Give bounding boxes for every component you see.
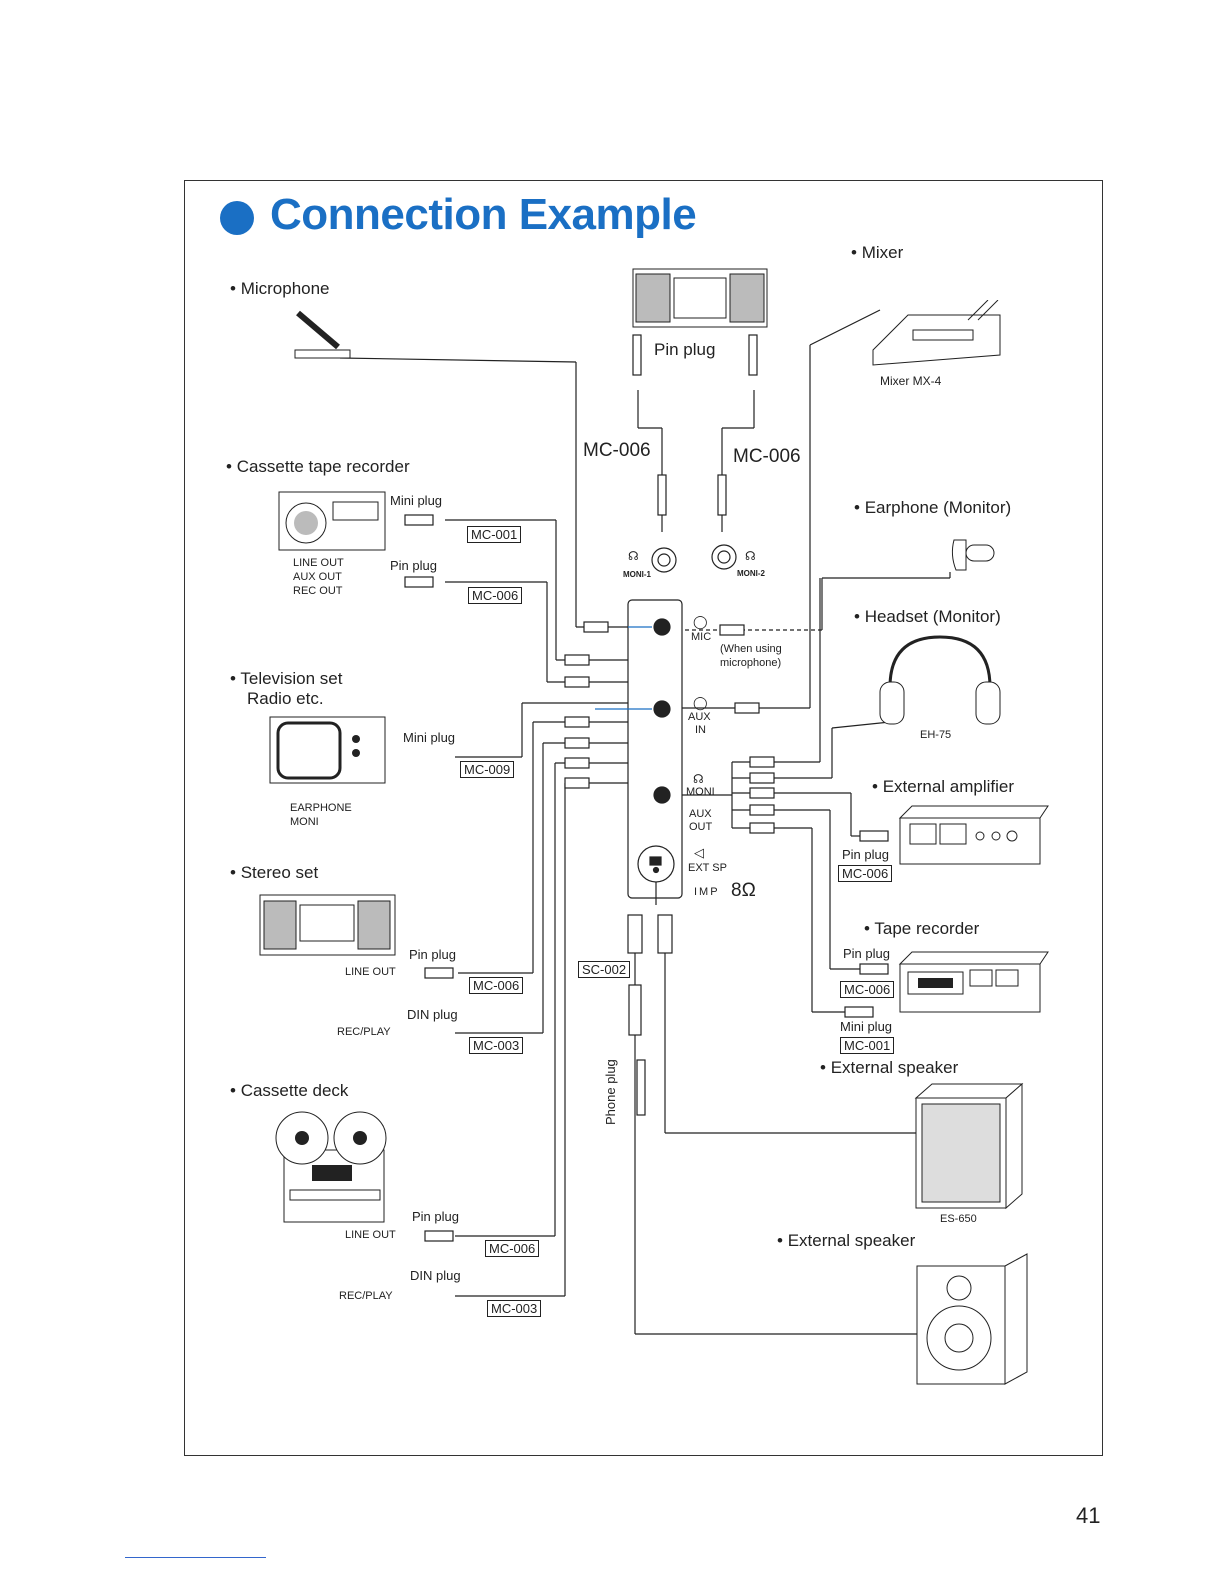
microphone-icon	[294, 310, 351, 359]
section-external-amplifier: • External amplifier	[872, 777, 1015, 796]
section-cassette-tape-recorder: • Cassette tape recorder	[226, 457, 410, 476]
section-stereo-set: • Stereo set	[230, 863, 319, 882]
tape-recorder-icon	[898, 951, 1049, 1013]
cassette-recorder-icon	[278, 491, 386, 551]
stereo-rec-play-label: REC/PLAY	[337, 1026, 391, 1038]
deck-line-out-label: LINE OUT	[345, 1229, 396, 1241]
panel-out-label: OUT	[689, 821, 713, 833]
section-television-set: • Television set	[230, 669, 343, 688]
title-bullet	[220, 201, 254, 235]
tv-out-2: MONI	[290, 816, 319, 828]
cassette-out-1: LINE OUT	[293, 557, 344, 569]
cassette-out-3: REC OUT	[293, 585, 343, 597]
headset-model-label: EH-75	[920, 729, 952, 741]
stereo-mc003-label: MC-003	[469, 1037, 524, 1054]
mixer-model-label: Mixer MX-4	[880, 374, 942, 388]
headphone-jack-icon: ☊	[628, 549, 639, 563]
stereo-pin-plug-label: Pin plug	[409, 947, 456, 962]
cassette-mc006-label: MC-006	[468, 587, 523, 604]
phone-plug-label: Phone plug	[603, 1059, 618, 1125]
stereo-center-icon	[632, 268, 768, 328]
cassette-mc001-label: MC-001	[467, 526, 522, 543]
panel-aux-label: AUX	[688, 711, 711, 723]
deck-mc006-label: MC-006	[485, 1240, 540, 1257]
microphone-paren-label: microphone)	[720, 657, 782, 669]
panel-ext-sp-label: EXT SP	[688, 862, 727, 874]
aux-in-jack	[653, 700, 671, 718]
tv-mini-plug-label: Mini plug	[403, 730, 456, 745]
section-microphone: • Microphone	[230, 279, 330, 298]
sc002-label: SC-002	[578, 961, 631, 978]
panel-aux-out-label: AUX	[689, 808, 712, 820]
section-tape-recorder: • Tape recorder	[864, 919, 980, 938]
stereo-icon	[259, 894, 396, 956]
headphone-jack-icon-2: ☊	[745, 549, 756, 563]
deck-pin-plug-label: Pin plug	[412, 1209, 459, 1224]
aux-out-jack	[653, 786, 671, 804]
moni2-jack	[711, 544, 737, 570]
deck-mc003-label: MC-003	[487, 1300, 542, 1317]
speaker-model-label: ES-650	[940, 1213, 977, 1225]
section-earphone: • Earphone (Monitor)	[854, 498, 1012, 517]
cassette-pin-plug-label: Pin plug	[390, 558, 437, 573]
mic-jack	[653, 618, 671, 636]
imp-label: IMP	[694, 886, 720, 898]
stereo-din-plug-label: DIN plug	[407, 1007, 458, 1022]
speaker-icon	[916, 1253, 1028, 1385]
page-title: Connection Example	[270, 190, 697, 239]
when-using-label: (When using	[720, 643, 782, 655]
moni1-label: MONI-1	[623, 570, 651, 579]
section-radio-etc: Radio etc.	[247, 689, 324, 708]
tape-mc006-label: MC-006	[840, 981, 895, 998]
mic-jack-icon: ◯	[693, 614, 708, 629]
panel-mic-label: MIC	[691, 631, 712, 643]
diagram-frame	[184, 180, 1103, 1456]
reel-deck-icon	[275, 1111, 387, 1223]
section-external-speaker-1: • External speaker	[820, 1058, 959, 1077]
television-icon	[269, 716, 386, 784]
stereo-line-out-label: LINE OUT	[345, 966, 396, 978]
panel-moni-label: MONI	[686, 786, 715, 798]
section-cassette-deck: • Cassette deck	[230, 1081, 349, 1100]
deck-din-plug-label: DIN plug	[410, 1268, 461, 1283]
section-mixer: • Mixer	[851, 243, 904, 262]
amp-mc006-label: MC-006	[838, 865, 893, 882]
footer-rule	[125, 1557, 266, 1558]
page-number: 41	[1076, 1503, 1101, 1528]
deck-rec-play-label: REC/PLAY	[339, 1290, 393, 1302]
control-panel	[627, 599, 683, 899]
tape-pin-plug-label: Pin plug	[843, 946, 890, 961]
tape-mini-plug-label: Mini plug	[840, 1019, 893, 1034]
pin-plug-top-label: Pin plug	[654, 340, 716, 359]
amplifier-icon	[898, 805, 1049, 865]
moni2-label: MONI-2	[737, 569, 765, 578]
mc006-left-label: MC-006	[583, 440, 651, 461]
headset-icon	[879, 635, 1001, 725]
amp-pin-plug-label: Pin plug	[842, 847, 889, 862]
speaker-cabinet-icon	[914, 1082, 1024, 1210]
tv-mc009-label: MC-009	[460, 761, 515, 778]
speaker-jack-icon: ◁	[694, 845, 704, 860]
stereo-mc006-label: MC-006	[469, 977, 524, 994]
cassette-mini-plug-label: Mini plug	[390, 493, 443, 508]
moni1-jack	[651, 547, 677, 573]
tape-mc001-label: MC-001	[840, 1037, 895, 1054]
section-external-speaker-2: • External speaker	[777, 1231, 916, 1250]
moni-headphone-icon: ☊	[693, 772, 704, 786]
aux-jack-icon: ◯	[693, 695, 708, 710]
mc006-right-label: MC-006	[733, 446, 801, 467]
earphone-icon	[951, 539, 995, 571]
tv-out-1: EARPHONE	[290, 802, 352, 814]
imp-value: 8Ω	[731, 880, 756, 901]
panel-in-label: IN	[695, 724, 706, 736]
section-headset: • Headset (Monitor)	[854, 607, 1001, 626]
cassette-out-2: AUX OUT	[293, 571, 342, 583]
mixer-icon	[872, 300, 1001, 366]
